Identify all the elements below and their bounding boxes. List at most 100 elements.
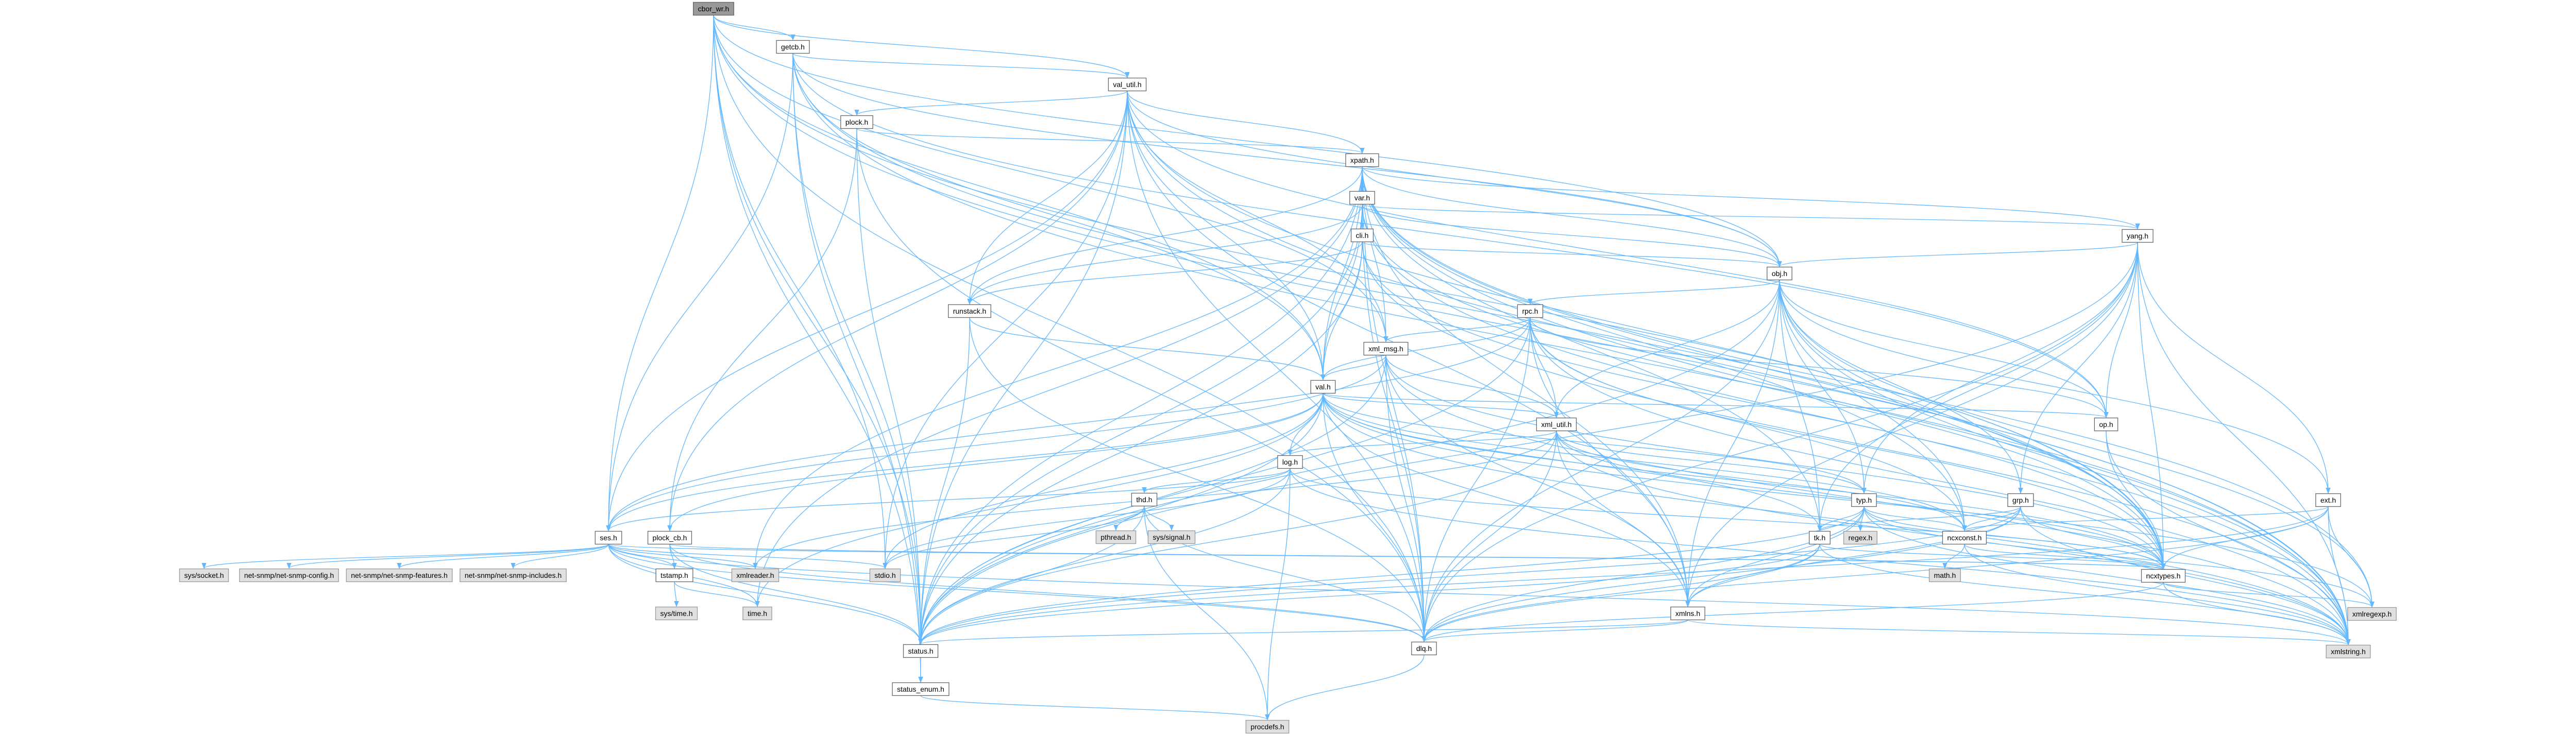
node-var-h[interactable]: var.h xyxy=(1349,191,1375,205)
node-ncxconst-h[interactable]: ncxconst.h xyxy=(1942,530,1987,545)
node-runstack-h[interactable]: runstack.h xyxy=(948,304,991,318)
node-box xyxy=(1345,153,1379,167)
dependency-edge-xml-msg-h-to-xml-util-h xyxy=(1385,355,1559,418)
dependency-edge-val-h-to-plock-cb-h xyxy=(667,393,1324,532)
dependency-edge-rpc-h-to-op-h xyxy=(1530,317,2109,418)
dependency-edge-val-util-h-to-xml-msg-h xyxy=(1127,91,1388,343)
dependency-edge-ext-h-to-dlq-h xyxy=(1421,506,2329,642)
dependency-edge-xpath-h-to-obj-h xyxy=(1362,166,1782,267)
node-box xyxy=(1851,493,1877,507)
dependency-edge-yang-h-to-op-h xyxy=(2104,242,2138,418)
node-label: typ.h xyxy=(1856,496,1872,504)
dependency-edge-xml-util-h-to-xmlns-h xyxy=(1556,431,1690,607)
dependency-edge-obj-h-to-xmlstring-h xyxy=(1779,280,2351,645)
dependency-edge-thd-h-to-dlq-h xyxy=(1144,506,1427,642)
node-time-h: time.h xyxy=(742,606,772,621)
dependency-edge-rpc-h-to-dlq-h xyxy=(1421,317,1531,642)
dependency-edge-ncxconst-h-to-ncxtypes-h xyxy=(1964,543,2166,570)
dependency-edge-val-util-h-to-stdio-h xyxy=(883,91,1128,569)
dependency-edge-yang-h-to-ncxtypes-h xyxy=(2137,242,2166,570)
dependency-edge-cli-h-to-obj-h xyxy=(1362,241,1782,267)
node-xmlreader-h: xmlreader.h xyxy=(731,568,779,583)
dependency-edge-runstack-h-to-val-h xyxy=(969,317,1326,381)
dependency-edge-var-h-to-status-h xyxy=(918,204,1363,645)
node-label: xmlstring.h xyxy=(2331,647,2366,656)
node-ncxtypes-h[interactable]: ncxtypes.h xyxy=(2141,569,2186,583)
dependency-edge-xpath-h-to-val-h xyxy=(1320,166,1363,381)
node-layer: cbor_wr.hgetcb.hval_util.hplock.hxpath.h… xyxy=(179,2,2397,734)
node-grp-h[interactable]: grp.h xyxy=(2007,493,2034,507)
node-thd-h[interactable]: thd.h xyxy=(1131,492,1158,507)
dependency-edge-val-h-to-xmlregexp-h xyxy=(1323,393,2375,608)
node-status-h[interactable]: status.h xyxy=(903,644,939,658)
dependency-edge-obj-h-to-tk-h xyxy=(1779,280,1822,532)
node-op-h[interactable]: op.h xyxy=(2094,417,2119,432)
dependency-edge-val-util-h-to-ses-h xyxy=(606,91,1128,532)
node-log-h[interactable]: log.h xyxy=(1277,455,1303,469)
dependency-edge-var-h-to-dlq-h xyxy=(1362,204,1427,642)
node-ses-h[interactable]: ses.h xyxy=(595,530,622,545)
dependency-edge-xpath-h-to-runstack-h xyxy=(967,166,1363,305)
node-obj-h[interactable]: obj.h xyxy=(1767,266,1792,281)
node-label: dlq.h xyxy=(1416,644,1432,653)
node-val-h[interactable]: val.h xyxy=(1310,380,1336,394)
node-cli-h[interactable]: cli.h xyxy=(1350,228,1374,243)
node-ext-h[interactable]: ext.h xyxy=(2315,493,2341,507)
node-label: sys/signal.h xyxy=(1153,533,1190,541)
node-label: stdio.h xyxy=(874,571,895,579)
node-plock-h[interactable]: plock.h xyxy=(840,115,873,129)
dependency-edge-log-h-to-stdio-h xyxy=(883,468,1291,569)
dependency-edge-getcb-h-to-ses-h xyxy=(606,53,793,532)
dependency-edge-runstack-h-to-status-h xyxy=(918,317,970,645)
node-box xyxy=(892,682,950,696)
node-label: net-snmp/net-snmp-features.h xyxy=(351,571,448,579)
node-label: ext.h xyxy=(2320,496,2336,504)
dependency-edge-xmlns-h-to-status-h xyxy=(918,619,1688,645)
node-tstamp-h[interactable]: tstamp.h xyxy=(655,568,693,583)
dependency-edge-obj-h-to-ncxconst-h xyxy=(1779,280,1967,532)
node-yang-h[interactable]: yang.h xyxy=(2122,229,2154,243)
node-label: plock_cb.h xyxy=(653,534,687,542)
node-label: tk.h xyxy=(1814,534,1826,542)
dependency-edge-xpath-h-to-ncxtypes-h xyxy=(1362,166,2166,570)
node-label: tstamp.h xyxy=(660,571,688,579)
dependency-edge-val-util-h-to-obj-h xyxy=(1127,91,1782,267)
node-plock-cb-h[interactable]: plock_cb.h xyxy=(647,530,692,545)
dependency-edge-ses-h-to-tstamp-h xyxy=(608,544,677,569)
dependency-edge-cli-h-to-xmlstring-h xyxy=(1362,242,2351,645)
dependency-edge-op-h-to-xmlstring-h xyxy=(2106,431,2351,645)
node-xml-util-h[interactable]: xml_util.h xyxy=(1536,417,1577,432)
node-status-enum-h[interactable]: status_enum.h xyxy=(892,682,950,696)
dependency-edge-log-h-to-procdefs-h xyxy=(1265,468,1291,721)
node-box xyxy=(1809,530,1831,545)
dependency-edge-getcb-h-to-obj-h xyxy=(792,53,1782,267)
dependency-edge-ses-h-to-xmlreader-h xyxy=(608,544,758,569)
dependency-edge-ses-h-to-net-snmp-net-snmp-features-h xyxy=(397,543,609,569)
node-typ-h[interactable]: typ.h xyxy=(1851,493,1877,507)
dependency-edge-rpc-h-to-xmlstring-h xyxy=(1530,317,2351,645)
node-dlq-h[interactable]: dlq.h xyxy=(1411,641,1437,656)
dependency-edge-xpath-h-to-tk-h xyxy=(1362,166,1822,532)
dependency-edge-xpath-h-to-xmlns-h xyxy=(1362,166,1690,607)
dependency-edge-xml-msg-h-to-xmlns-h xyxy=(1385,355,1690,607)
dependency-edge-cli-h-to-ncxtypes-h xyxy=(1362,242,2166,570)
dependency-edge-getcb-h-to-op-h xyxy=(792,53,2109,418)
node-box xyxy=(903,644,939,658)
node-label: val.h xyxy=(1315,383,1331,391)
node-xml-msg-h[interactable]: xml_msg.h xyxy=(1363,341,1409,356)
node-xmlns-h[interactable]: xmlns.h xyxy=(1670,606,1705,621)
dependency-edge-val-util-h-to-dlq-h xyxy=(1127,91,1427,642)
node-tk-h[interactable]: tk.h xyxy=(1809,530,1831,545)
dependency-edge-grp-h-to-tk-h xyxy=(1817,506,2021,532)
node-label: cli.h xyxy=(1356,231,1369,239)
node-getcb-h[interactable]: getcb.h xyxy=(776,40,810,54)
dependency-edge-yang-h-to-tk-h xyxy=(1817,242,2138,532)
node-rpc-h[interactable]: rpc.h xyxy=(1517,304,1544,318)
dependency-edge-getcb-h-to-status-enum-h xyxy=(792,53,923,683)
dependency-edge-val-util-h-to-plock-h xyxy=(854,90,1128,116)
node-xpath-h[interactable]: xpath.h xyxy=(1345,153,1379,167)
node-val-util-h[interactable]: val_util.h xyxy=(1108,77,1147,92)
dependency-edge-xml-msg-h-to-ncxtypes-h xyxy=(1385,355,2166,570)
dependency-edge-val-util-h-to-xpath-h xyxy=(1127,91,1365,154)
node-box xyxy=(1277,455,1303,469)
